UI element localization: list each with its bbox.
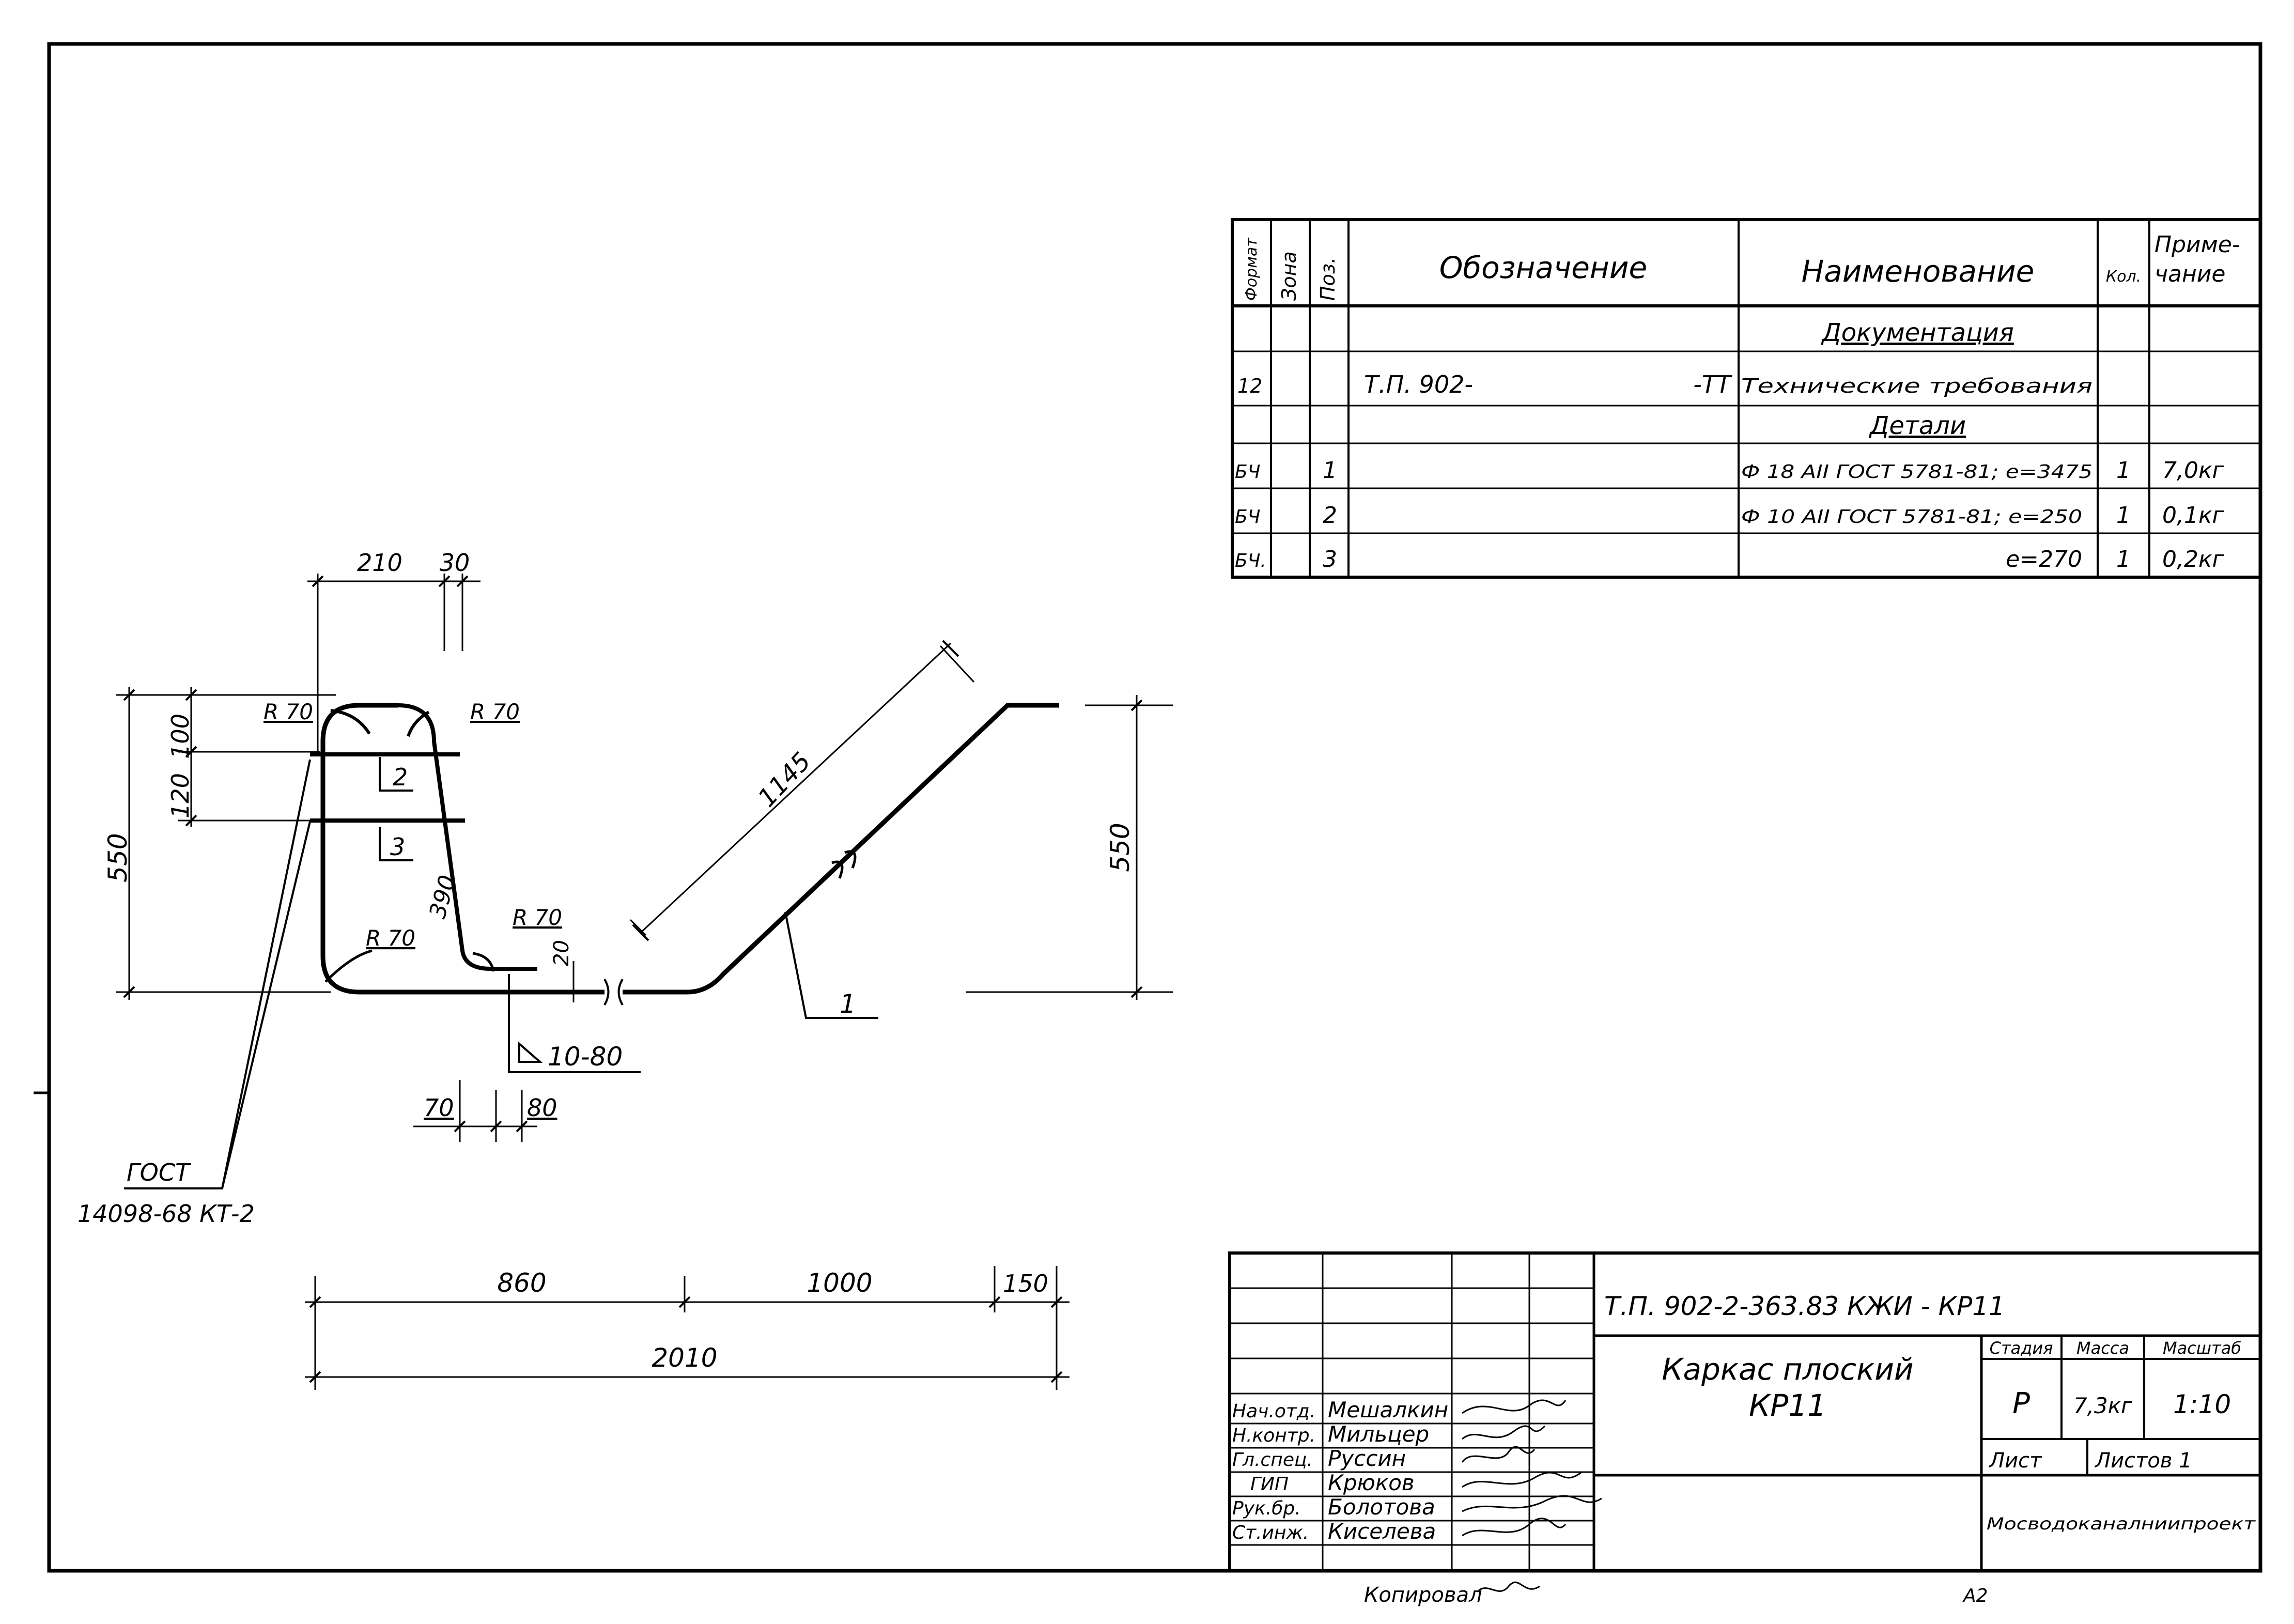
row5-pos: 3 (1323, 546, 1337, 573)
row4-pos: 2 (1323, 502, 1337, 529)
signer-name-4: Болотова (1328, 1494, 1435, 1520)
signer-role-0: Нач.отд. (1232, 1401, 1315, 1422)
tb-title-1: Каркас плоский (1662, 1352, 1913, 1387)
footer-scribble (1477, 1581, 1540, 1592)
signer-role-3: ГИП (1250, 1474, 1289, 1495)
r70-top-right: R 70 (470, 699, 520, 724)
rebar-inner (397, 703, 537, 971)
footer-format: А2 (1962, 1585, 1988, 1606)
dim-550-left: 550 (103, 833, 133, 882)
row3-qty: 1 (2116, 457, 2131, 484)
r70-top-left: R 70 (264, 699, 313, 724)
row5-name: е=270 (2006, 546, 2082, 573)
row-docs-name: Документация (1821, 318, 2014, 347)
hdr-format: Формат (1243, 237, 1261, 301)
tb-mass: 7,3кг (2073, 1393, 2133, 1418)
r70-bottom-right: R 70 (513, 905, 562, 930)
row3-name: Ф 18 АII ГОСТ 5781-81; е=3475 (1741, 461, 2092, 483)
hdr-qty: Кол. (2106, 268, 2141, 286)
dim-30: 30 (440, 549, 470, 577)
weld-label: 10-80 (548, 1042, 623, 1072)
tb-title-2: КР11 (1749, 1388, 1826, 1423)
row3-format: БЧ (1235, 461, 1260, 483)
signer-name-1: Мильцер (1328, 1421, 1429, 1447)
hdr-zone: Зона (1278, 251, 1300, 301)
dim-210: 210 (357, 549, 402, 577)
row5-qty: 1 (2116, 546, 2131, 573)
row3-note: 7,0кг (2162, 457, 2225, 484)
tb-sheets: Листов 1 (2094, 1449, 2192, 1473)
row4-qty: 1 (2116, 502, 2131, 529)
row4-name: Ф 10 АII ГОСТ 5781-81; е=250 (1741, 506, 2082, 528)
title-block: Т.П. 902-2-363.83 КЖИ - КР11 Каркас плос… (1228, 1251, 2262, 1572)
row5-note: 0,2кг (2162, 546, 2225, 573)
pos3-label: 3 (390, 833, 405, 861)
hdr-pos: Поз. (1316, 257, 1339, 301)
dim-860: 860 (497, 1268, 546, 1298)
row5-format: БЧ. (1235, 550, 1266, 571)
dim-1000: 1000 (807, 1268, 872, 1298)
spec-table-border (1231, 218, 2262, 579)
dim-550-right: 550 (1105, 823, 1135, 872)
signer-role-5: Ст.инж. (1232, 1522, 1309, 1543)
footer-copied: Копировал (1364, 1583, 1482, 1607)
row1-format: 12 (1237, 375, 1262, 397)
signer-name-2: Руссин (1328, 1446, 1406, 1471)
signer-name-0: Мешалкин (1328, 1397, 1448, 1422)
tb-mass-hdr: Масса (2076, 1338, 2129, 1358)
tb-sheet: Лист (1988, 1449, 2042, 1473)
signer-role-2: Гл.спец. (1232, 1449, 1313, 1471)
row4-note: 0,1кг (2162, 502, 2225, 529)
dim-80: 80 (527, 1094, 557, 1122)
hdr-name: Наименование (1802, 254, 2035, 289)
dim-120: 120 (166, 773, 194, 818)
rebar-pos1-left (320, 703, 605, 995)
row1-designation-suffix: -ТТ (1693, 370, 1733, 398)
row1-designation: Т.П. 902- (1364, 370, 1473, 398)
tb-scale: 1:10 (2173, 1389, 2231, 1419)
signature-scribbles (1461, 1399, 1602, 1537)
pos2-label: 2 (393, 763, 408, 791)
signer-role-1: Н.контр. (1232, 1425, 1315, 1446)
signer-name-3: Крюков (1328, 1470, 1415, 1495)
signer-name-5: Киселева (1328, 1519, 1436, 1544)
dim-70: 70 (424, 1094, 454, 1122)
row-details-name: Детали (1869, 411, 1966, 440)
tb-code: Т.П. 902-2-363.83 КЖИ - КР11 (1604, 1291, 2005, 1321)
row1-name: Технические требования (1741, 375, 2092, 397)
spec-table: Формат Зона Поз. Обозначение Наименовани… (1231, 218, 2262, 579)
r70-bottom-left: R 70 (366, 925, 415, 951)
signer-role-4: Рук.бр. (1232, 1498, 1301, 1519)
hdr-note-1: Приме- (2154, 231, 2240, 258)
dim-100: 100 (166, 714, 194, 759)
dim-1145: 1145 (752, 747, 816, 813)
row3-pos: 1 (1323, 457, 1337, 484)
tb-org: Мосводоканалниипроект (1987, 1514, 2256, 1534)
gost-label-2: 14098-68 КТ-2 (78, 1200, 255, 1228)
row4-format: БЧ (1235, 506, 1260, 528)
pos1-label: 1 (840, 989, 856, 1019)
dim-150: 150 (1003, 1270, 1048, 1297)
tb-stage: Р (2012, 1387, 2030, 1420)
title-block-border (1228, 1251, 2262, 1572)
gost-label-1: ГОСТ (127, 1158, 192, 1186)
hdr-note-2: чание (2154, 261, 2225, 287)
tb-scale-hdr: Масштаб (2163, 1338, 2241, 1358)
tb-stage-hdr: Стадия (1990, 1338, 2053, 1358)
dim-2010: 2010 (652, 1343, 717, 1373)
dim-20: 20 (550, 940, 574, 966)
rebar-drawing: 2 3 210 30 R 70 R 70 100 120 550 390 R 7… (78, 549, 1173, 1390)
sheet-frame (47, 42, 2262, 1573)
hdr-designation: Обозначение (1439, 250, 1647, 285)
rebar-pos1-right (623, 703, 1059, 995)
